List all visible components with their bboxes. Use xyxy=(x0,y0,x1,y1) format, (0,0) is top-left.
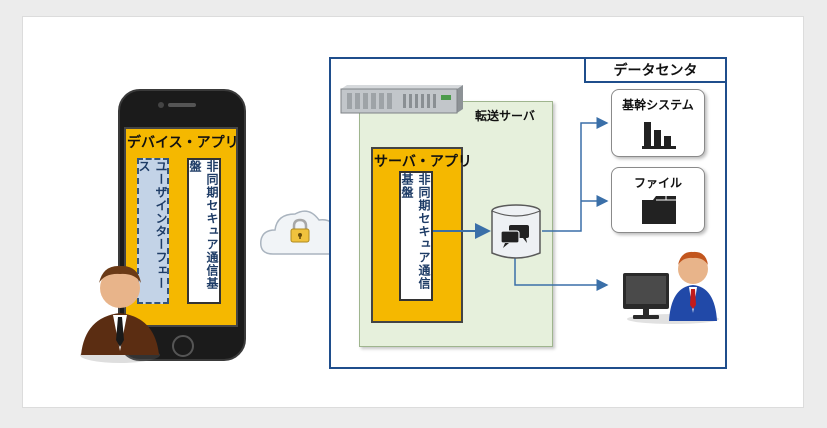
relay-server-label: 転送サーバ xyxy=(475,109,535,123)
server-app-title: サーバ・アプリ xyxy=(374,154,472,170)
server-secure-comm-label: 非同期セキュア通信基盤 xyxy=(400,173,431,290)
ui-layer: ユーザインターフェース xyxy=(137,158,169,304)
target-file: ファイル xyxy=(611,167,705,233)
operator-pc-icon xyxy=(623,251,719,324)
rack-server-icon xyxy=(340,85,463,114)
padlock-icon xyxy=(290,218,310,243)
device-secure-comm-layer: 非同期セキュア通信基盤 xyxy=(187,158,221,304)
target-file-label: ファイル xyxy=(633,176,682,190)
device-app-title: デバイス・アプリ xyxy=(127,135,239,151)
phone-camera xyxy=(158,102,164,108)
connector-lines xyxy=(433,117,609,291)
diagram-card: デバイス・アプリ ユーザインターフェース 非同期セキュア通信基盤 データセンタ … xyxy=(22,16,804,408)
datacenter-title-box: データセンタ xyxy=(584,57,727,83)
phone-home-button xyxy=(172,335,194,357)
target-core-system: 基幹システム xyxy=(611,89,705,157)
bar-chart-icon xyxy=(642,122,676,149)
datacenter-title: データセンタ xyxy=(613,63,698,79)
user-avatar xyxy=(80,265,160,363)
phone-speaker xyxy=(168,103,196,107)
server-secure-comm-layer: 非同期セキュア通信基盤 xyxy=(399,171,433,301)
ui-layer-label: ユーザインターフェース xyxy=(137,160,168,290)
device-secure-comm-label: 非同期セキュア通信基盤 xyxy=(188,160,219,290)
target-core-system-label: 基幹システム xyxy=(622,98,694,112)
message-queue-icon xyxy=(491,204,541,259)
folder-icon xyxy=(642,196,676,224)
